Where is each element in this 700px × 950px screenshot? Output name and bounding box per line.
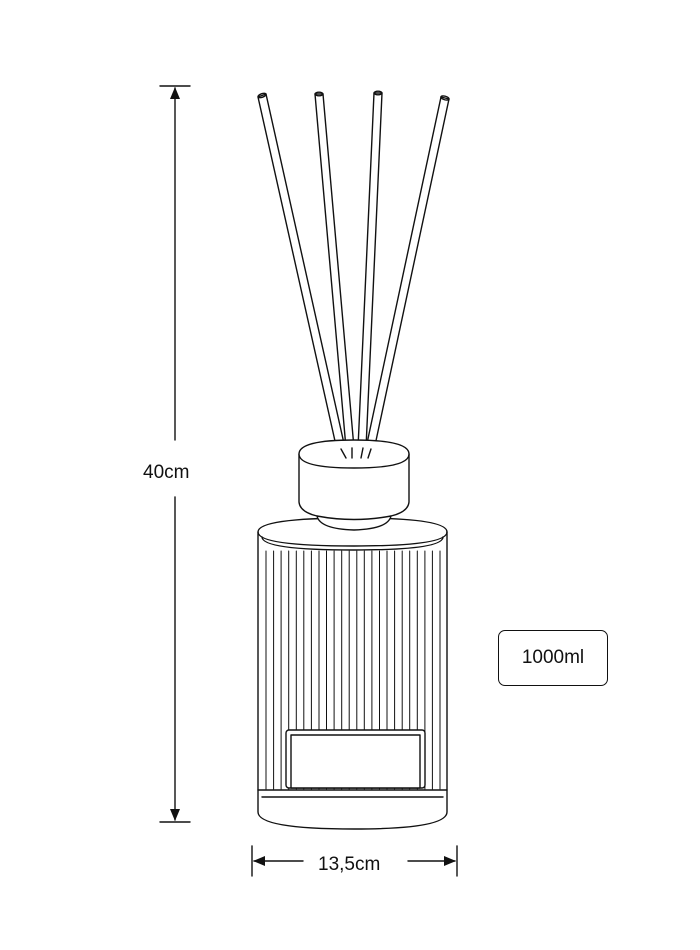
bottle-label-window	[285, 729, 426, 789]
bottle-ribs	[265, 550, 441, 790]
width-label: 13,5cm	[316, 854, 383, 876]
reed-stick-icon	[314, 91, 355, 449]
ribbed-bottle-icon	[257, 517, 448, 830]
reed-sticks	[257, 90, 450, 451]
volume-label: 1000ml	[521, 647, 585, 668]
width-dimension-line	[251, 845, 458, 877]
height-dimension-line	[159, 85, 191, 823]
height-label: 40cm	[143, 458, 190, 488]
diffuser-cap-icon	[298, 439, 410, 531]
volume-badge: 1000ml	[498, 630, 608, 686]
